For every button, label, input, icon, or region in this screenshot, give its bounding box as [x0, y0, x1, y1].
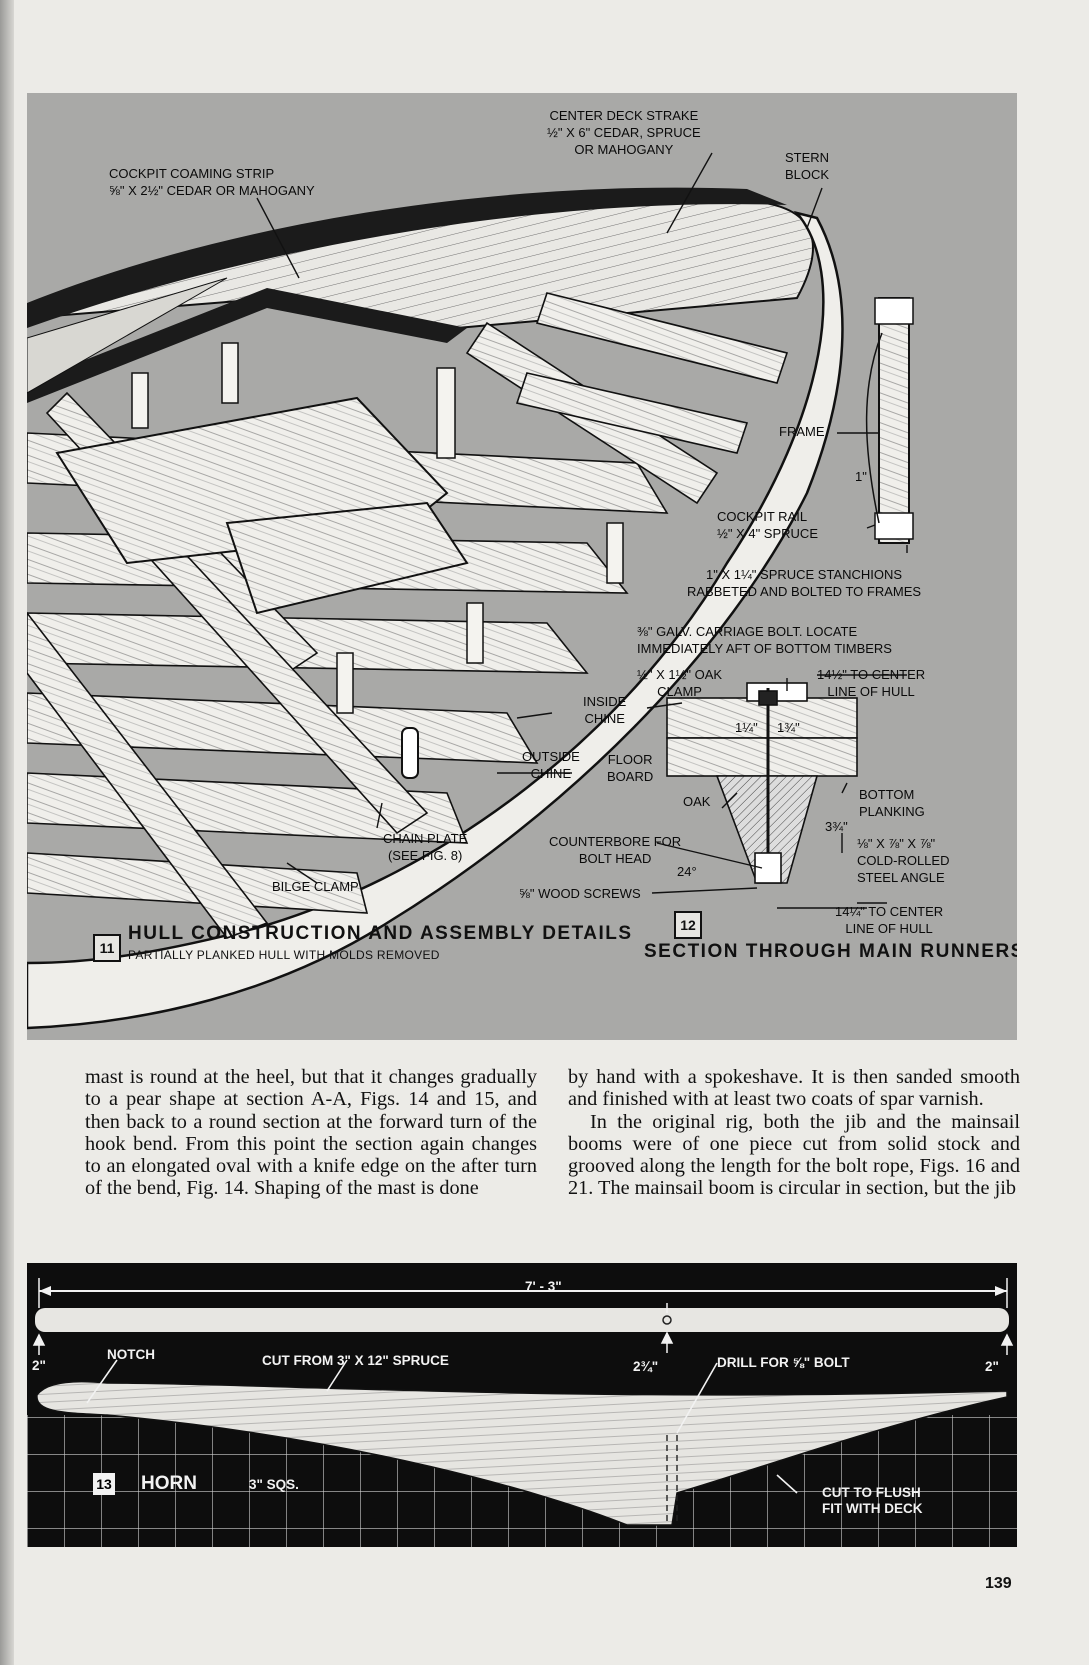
label-notch: NOTCH [107, 1347, 155, 1362]
figure-13-title: HORN [141, 1473, 197, 1494]
label-center-deck-strake: CENTER DECK STRAKE ½" X 6" CEDAR, SPRUCE… [547, 108, 701, 157]
label-counterbore: COUNTERBORE FOR BOLT HEAD [549, 834, 682, 866]
figure-13-number: 13 [93, 1473, 115, 1495]
horn-illustration [27, 1278, 1017, 1547]
label-angle-24: 24° [677, 864, 697, 879]
label-to-center-top: 14½" TO CENTER LINE OF HULL [817, 667, 926, 699]
dim-length: 7' - 3" [525, 1279, 562, 1294]
label-bilge-clamp: BILGE CLAMP [272, 879, 359, 894]
label-carriage-bolt: ⅜" GALV. CARRIAGE BOLT. LOCATE IMMEDIATE… [637, 624, 892, 656]
figure-12-title: SECTION THROUGH MAIN RUNNERS [644, 941, 1017, 962]
label-to-center-bottom: 14¼" TO CENTER LINE OF HULL [835, 904, 944, 936]
label-oak: OAK [683, 794, 711, 809]
paragraph-booms: In the original rig, both the jib and th… [568, 1110, 1020, 1200]
label-outside-chine: OUTSIDE CHINE [522, 749, 580, 781]
label-cockpit-rail: COCKPIT RAIL ½" X 4" SPRUCE [717, 509, 818, 541]
book-spine-shadow [0, 0, 14, 1665]
page-number: 139 [985, 1575, 1012, 1592]
paragraph-spokeshave: by hand with a spokeshave. It is then sa… [568, 1066, 1020, 1111]
hull-illustration [27, 152, 914, 1030]
dim-mid: 2¾" [633, 1359, 659, 1374]
text-column-right: by hand with a spokeshave. It is then sa… [568, 1066, 1020, 1200]
label-dim-1-1-4: 1¼" [735, 720, 758, 735]
label-stanchions: 1" X 1¼" SPRUCE STANCHIONS RABBETED AND … [687, 567, 922, 599]
label-one-inch: 1" [855, 469, 867, 484]
figure-12-number: 12 [674, 911, 702, 939]
label-bottom-planking: BOTTOM PLANKING [859, 787, 925, 819]
label-grid-squares: 3" SQS. [249, 1477, 299, 1492]
dim-left: 2" [32, 1358, 46, 1373]
figure-11-subtitle: PARTIALLY PLANKED HULL WITH MOLDS REMOVE… [128, 948, 440, 962]
label-chain-plate: CHAIN PLATE (SEE FIG. 8) [383, 831, 468, 863]
label-floor-board: FLOOR BOARD [607, 752, 654, 784]
label-steel-angle: ⅛" X ⅞" X ⅞" COLD-ROLLED STEEL ANGLE [857, 836, 950, 885]
dim-right: 2" [985, 1359, 999, 1374]
label-inside-chine: INSIDE CHINE [583, 694, 627, 726]
figure-horn: 7' - 3" 2" 2¾" 2" NOTCH CUT FROM 3" X 12… [27, 1263, 1017, 1547]
label-frame: FRAME [779, 424, 825, 439]
label-stern-block: STERN BLOCK [785, 150, 830, 182]
figure-11-title: HULL CONSTRUCTION AND ASSEMBLY DETAILS [128, 923, 633, 944]
label-oak-clamp: ½" X 1½" OAK CLAMP [637, 667, 723, 699]
label-cut-from: CUT FROM 3" X 12" SPRUCE [262, 1353, 449, 1368]
label-wood-screws: ⅝" WOOD SCREWS [519, 886, 641, 901]
figure-11-number: 11 [93, 934, 121, 962]
label-cockpit-coaming: COCKPIT COAMING STRIP ⅝" X 2½" CEDAR OR … [109, 166, 315, 198]
paragraph-mast: mast is round at the heel, but that it c… [85, 1066, 537, 1200]
label-dim-1-3-4: 1¾" [777, 720, 800, 735]
label-dim-3-3-4: 3¾" [825, 819, 848, 834]
figure-hull-construction: CENTER DECK STRAKE ½" X 6" CEDAR, SPRUCE… [27, 93, 1017, 1040]
label-cut-flush: CUT TO FLUSH FIT WITH DECK [822, 1485, 923, 1516]
text-column-left: mast is round at the heel, but that it c… [85, 1066, 537, 1200]
label-drill: DRILL FOR ⅝" BOLT [717, 1355, 850, 1370]
